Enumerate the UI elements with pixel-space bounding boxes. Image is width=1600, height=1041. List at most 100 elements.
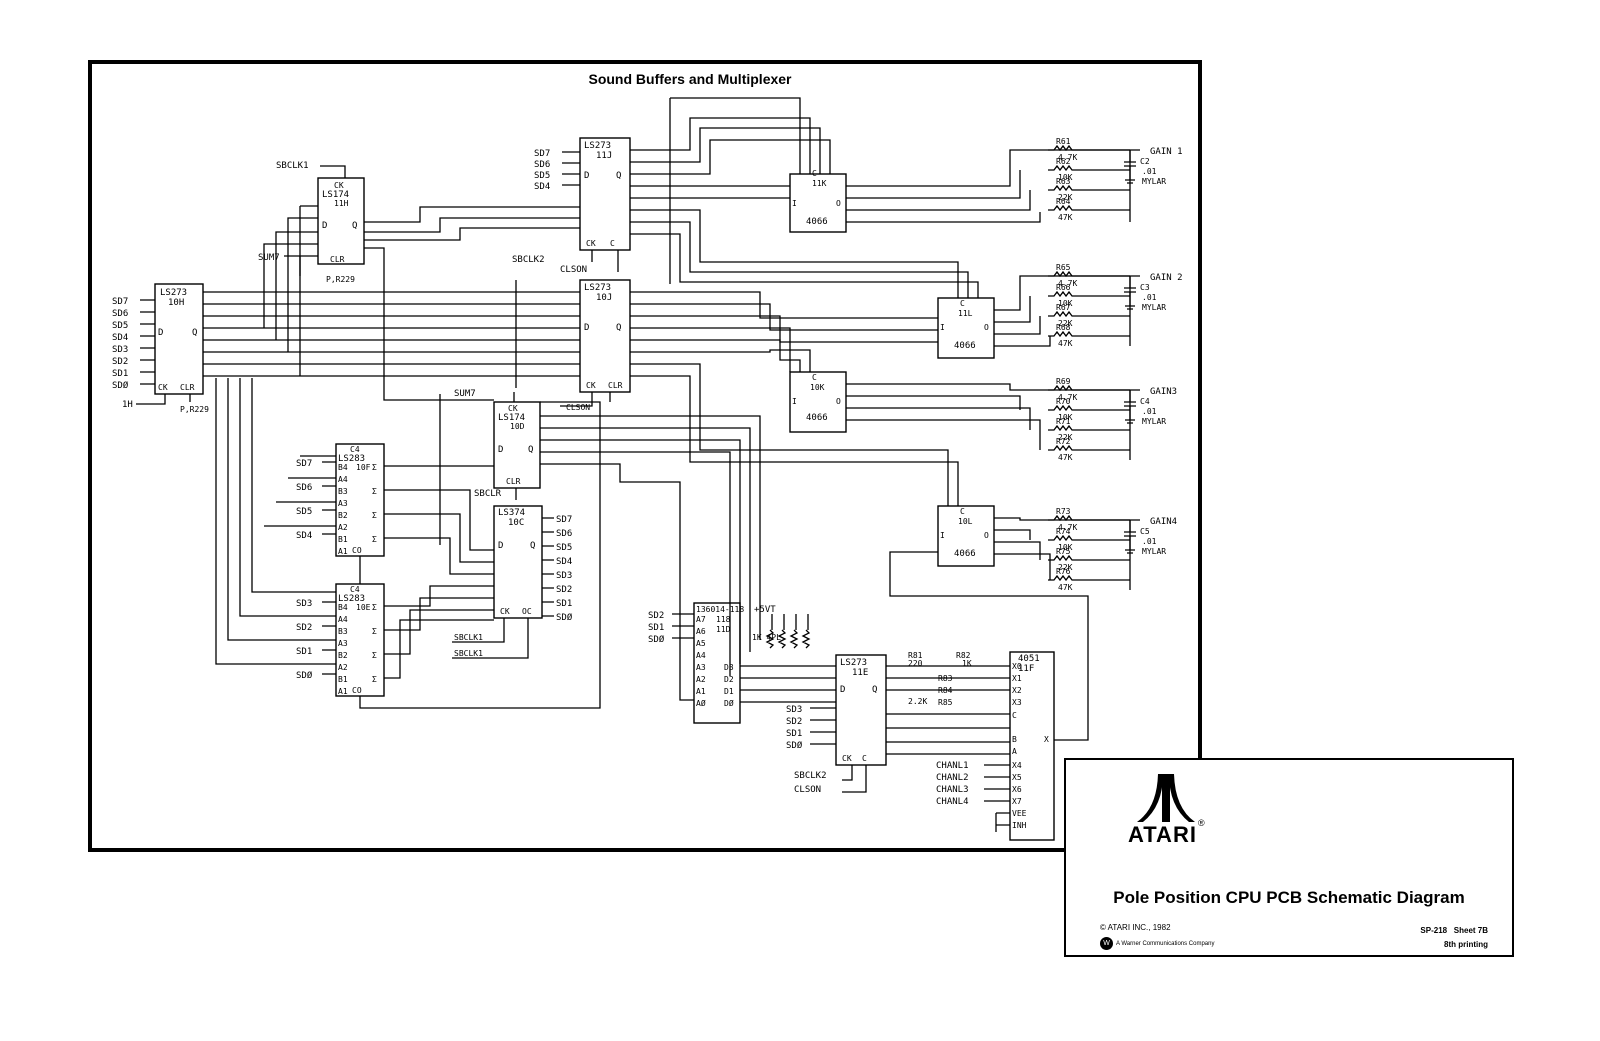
svg-text:SUM7: SUM7 <box>258 253 280 263</box>
svg-text:SBCLK1: SBCLK1 <box>454 633 483 642</box>
svg-text:R81: R81 <box>908 651 923 660</box>
capacitor-icon <box>1124 390 1136 424</box>
chip-10j-loc: 10J <box>596 293 612 303</box>
chip-11d <box>693 602 741 724</box>
chip-10l <box>937 505 995 567</box>
cap-value: .01 <box>1142 407 1157 416</box>
svg-text:Q: Q <box>192 328 197 338</box>
resistor-value: 47K <box>1058 583 1073 592</box>
svg-text:SD7: SD7 <box>556 515 572 525</box>
svg-text:A3: A3 <box>338 639 348 648</box>
resistor-ref: R70 <box>1056 397 1071 406</box>
chip-11j <box>579 137 631 251</box>
svg-text:D: D <box>840 685 845 695</box>
svg-text:A5: A5 <box>696 639 706 648</box>
chip-11d-loc: 11D <box>716 625 731 634</box>
svg-text:SD5: SD5 <box>534 171 550 181</box>
chip-11l-part: 4066 <box>954 341 976 351</box>
svg-text:I: I <box>940 323 945 332</box>
gain-label: GAIN3 <box>1150 387 1177 397</box>
resistor-ref: R74 <box>1056 527 1071 536</box>
svg-text:SBCLK1: SBCLK1 <box>454 649 483 658</box>
chip-11l <box>937 297 995 359</box>
svg-text:A6: A6 <box>696 627 706 636</box>
resistor-r63 <box>1048 184 1130 192</box>
sheet-number: Sheet 7B <box>1453 926 1488 935</box>
resistor-r66 <box>1048 290 1130 298</box>
copyright-text: © ATARI INC., 1982 <box>1100 923 1171 932</box>
svg-text:B2: B2 <box>338 651 348 660</box>
resistor-ref: R64 <box>1056 197 1071 206</box>
svg-text:O: O <box>836 199 841 208</box>
svg-text:VEE: VEE <box>1012 809 1027 818</box>
svg-text:10L: 10L <box>958 517 973 526</box>
svg-text:SD4: SD4 <box>296 531 312 541</box>
svg-text:SD1: SD1 <box>296 647 312 657</box>
svg-text:SDØ: SDØ <box>556 612 573 623</box>
svg-text:C: C <box>1012 711 1017 720</box>
svg-text:CLSON: CLSON <box>794 785 821 795</box>
svg-text:1K: 1K <box>962 659 972 668</box>
svg-text:OC: OC <box>522 607 532 616</box>
cap-value: .01 <box>1142 167 1157 176</box>
resistor-r72 <box>1048 444 1130 452</box>
resistor-value: 4.7K <box>1058 279 1077 288</box>
resistor-ref: R63 <box>1056 177 1071 186</box>
svg-text:1H: 1H <box>122 400 133 410</box>
svg-text:B1: B1 <box>338 535 348 544</box>
chip-10h <box>154 283 204 395</box>
svg-text:SD6: SD6 <box>556 529 572 539</box>
resistor-r64 <box>1048 204 1130 212</box>
document-title: Pole Position CPU PCB Schematic Diagram <box>1113 888 1465 907</box>
svg-text:SD1: SD1 <box>556 599 572 609</box>
chip-10d-loc: 10D <box>510 422 525 431</box>
chip-11d-part: 136014-118 <box>696 605 744 614</box>
capacitor-icon <box>1124 150 1136 184</box>
resistor-value: 4.7K <box>1058 523 1077 532</box>
svg-text:SD1: SD1 <box>112 369 128 379</box>
svg-text:A: A <box>1012 747 1017 756</box>
svg-text:CK: CK <box>158 383 168 392</box>
svg-text:SBCLK2: SBCLK2 <box>512 255 545 265</box>
warner-text: A Warner Communications Company <box>1116 941 1215 948</box>
svg-text:C4: C4 <box>350 445 360 454</box>
svg-text:Q: Q <box>530 541 535 551</box>
svg-text:SD2: SD2 <box>648 611 664 621</box>
resistor-ref: R76 <box>1056 567 1071 576</box>
resistor-r70 <box>1048 404 1130 412</box>
svg-text:DØ: DØ <box>724 698 734 708</box>
resistor-value: 22K <box>1058 433 1073 442</box>
svg-text:Q: Q <box>352 221 357 231</box>
svg-text:A3: A3 <box>338 499 348 508</box>
resistor-value: 10K <box>1058 413 1073 422</box>
resistor-r75 <box>1048 554 1130 562</box>
svg-text:C: C <box>812 169 817 178</box>
svg-text:SD6: SD6 <box>534 160 550 170</box>
svg-text:CK: CK <box>586 239 596 248</box>
svg-text:Q: Q <box>528 445 533 455</box>
svg-text:B4: B4 <box>338 603 348 612</box>
svg-text:I: I <box>792 397 797 406</box>
svg-text:SDØ: SDØ <box>786 740 803 751</box>
svg-text:SD2: SD2 <box>112 357 128 367</box>
svg-text:D: D <box>584 323 589 333</box>
resistor-r61 <box>1048 144 1130 152</box>
resistor-ref: R61 <box>1056 137 1071 146</box>
svg-text:D: D <box>322 221 327 231</box>
svg-text:X0: X0 <box>1012 662 1022 671</box>
chip-10c-part: LS374 <box>498 508 525 518</box>
svg-text:SD6: SD6 <box>296 483 312 493</box>
svg-text:C: C <box>812 373 817 382</box>
svg-text:A2: A2 <box>338 523 348 532</box>
schematic-border <box>88 60 1202 852</box>
resistor-value: 22K <box>1058 563 1073 572</box>
svg-text:2.2K: 2.2K <box>908 697 927 706</box>
svg-text:CLR: CLR <box>180 383 195 392</box>
svg-text:Q: Q <box>616 171 621 181</box>
resistor-value: 10K <box>1058 543 1073 552</box>
svg-text:C4: C4 <box>350 585 360 594</box>
svg-text:D3: D3 <box>724 663 734 672</box>
resistor-r68 <box>1048 330 1130 338</box>
svg-text:CK: CK <box>586 381 596 390</box>
